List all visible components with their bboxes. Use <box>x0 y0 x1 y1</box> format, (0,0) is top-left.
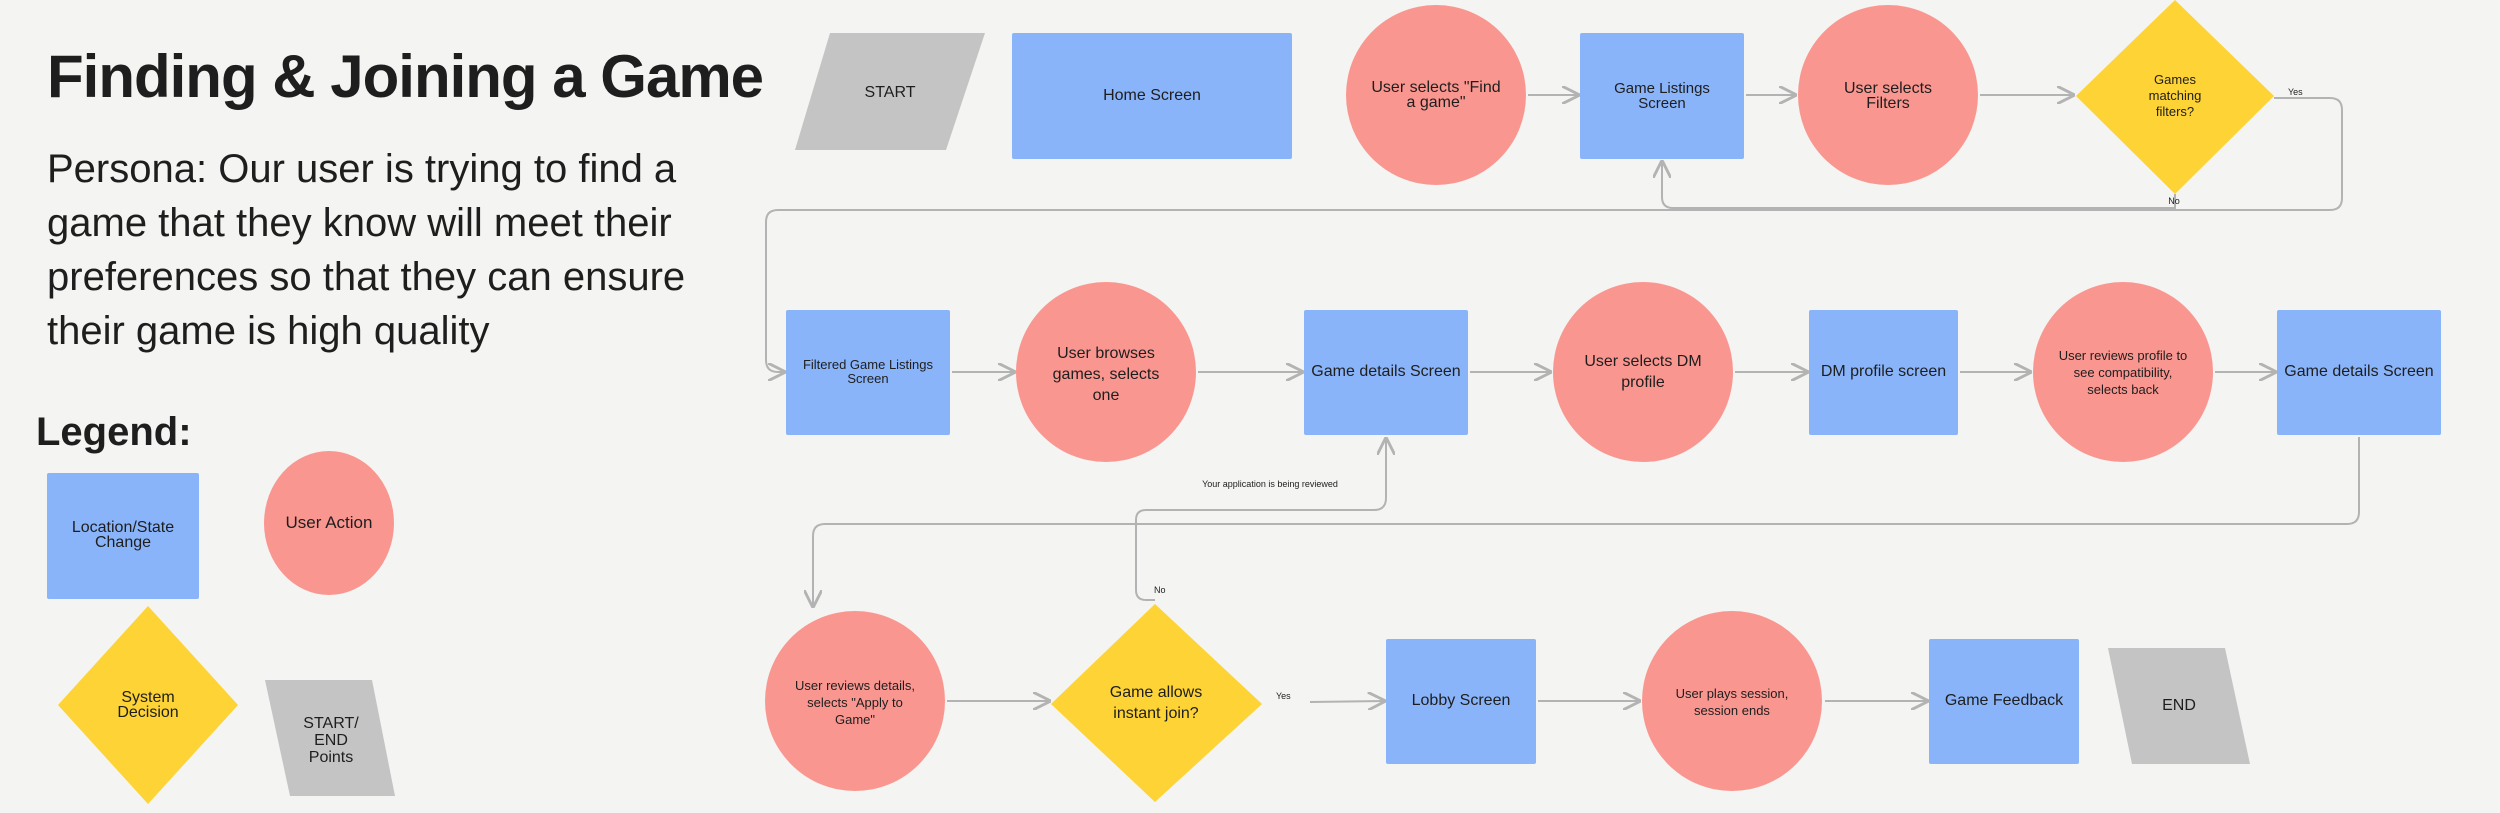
persona-description: Persona: Our user is trying to find a ga… <box>47 147 686 353</box>
node-browse-label: User browses games, selects one <box>1052 344 1160 404</box>
node-end-label: END <box>2162 697 2196 714</box>
node-instant-label: Game allows instant join? <box>1109 684 1203 722</box>
node-matching-shape <box>2076 0 2274 194</box>
node-browse-shape <box>1016 282 1196 462</box>
node-select-dm-shape <box>1553 282 1733 462</box>
node-filtered-shape <box>786 310 950 435</box>
node-filtered-label: Filtered Game Listings Screen <box>802 357 934 386</box>
legend-title: Legend: <box>36 410 192 454</box>
node-filters-shape <box>1798 5 1978 185</box>
legend-action-label: User Action <box>285 513 373 532</box>
node-feedback-label: Game Feedback <box>1944 692 2064 709</box>
node-dm-profile-label: DM profile screen <box>1820 363 1947 380</box>
node-start-shape <box>795 33 985 150</box>
node-review-profile-shape <box>2033 282 2213 462</box>
legend-location-shape <box>47 473 199 599</box>
node-details1-shape <box>1304 310 1468 435</box>
node-apply-label: User reviews details, selects "Apply to … <box>795 677 915 727</box>
connector-no-instant-label: No <box>1154 585 1166 595</box>
node-filters-label: User selects Filters <box>1843 80 1933 112</box>
connector-no-to-details1 <box>1135 439 1386 601</box>
connector-no-filters-label: No <box>2168 196 2180 206</box>
connector-no-to-listings <box>1662 162 2176 209</box>
legend-terminal-label: START/ END Points <box>303 714 359 766</box>
legend-action-shape <box>264 451 394 595</box>
node-select-dm-label: User selects DM profile <box>1584 353 1702 391</box>
connector-reviewed-label: Your application is being reviewed <box>1202 479 1338 489</box>
node-dm-profile-shape <box>1809 310 1958 435</box>
connector-yes-to-filtered <box>765 97 2343 372</box>
node-instant-shape <box>1051 604 1262 802</box>
connector-yes-instant-label: Yes <box>1276 691 1291 701</box>
legend-terminal-shape <box>265 680 395 796</box>
node-find-game-shape <box>1346 5 1526 185</box>
node-lobby-label: Lobby Screen <box>1411 692 1511 709</box>
node-play-shape <box>1642 611 1822 791</box>
connector-yes-filters-label: Yes <box>2288 87 2303 97</box>
node-listings-shape <box>1580 33 1744 159</box>
node-details2-label: Game details Screen <box>2284 363 2434 380</box>
page-title: Finding & Joining a Game <box>47 43 764 110</box>
node-lobby-shape <box>1386 639 1536 764</box>
connector-yes-to-lobby <box>1309 701 1384 702</box>
node-matching-label: Games matching filters? <box>2148 72 2202 119</box>
node-home-label: Home Screen <box>1103 87 1201 104</box>
legend-location-label: Location/State Change <box>71 519 175 551</box>
node-find-game-label: User selects "Find a game" <box>1371 79 1501 111</box>
legend-decision-shape <box>58 606 238 804</box>
node-apply-shape <box>765 611 945 791</box>
node-end-shape <box>2108 648 2250 764</box>
node-details1-label: Game details Screen <box>1311 363 1461 380</box>
node-feedback-shape <box>1929 639 2079 764</box>
node-start-label: START <box>864 84 916 101</box>
node-listings-label: Game Listings Screen <box>1614 80 1710 112</box>
node-review-profile-label: User reviews profile to see compatibilit… <box>2058 347 2188 397</box>
node-play-label: User plays session, session ends <box>1675 686 1789 718</box>
connector-details2-to-apply <box>813 437 2360 606</box>
connector-group <box>765 95 2360 702</box>
node-home-shape <box>1012 33 1292 159</box>
legend-decision-label: System Decision <box>117 689 179 721</box>
node-details2-shape <box>2277 310 2441 435</box>
